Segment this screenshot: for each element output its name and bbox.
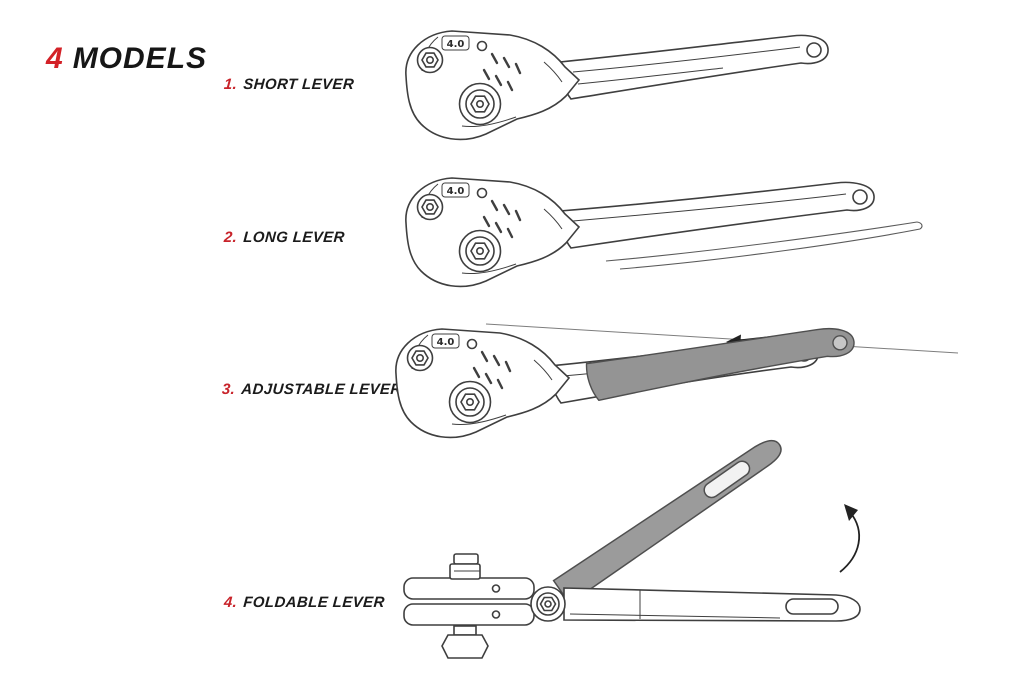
foldable-lever-drawing: [403, 439, 861, 659]
clevis-bracket: [403, 553, 535, 659]
short-lever-drawing: [404, 29, 829, 141]
adjustable-lever-figure: [358, 310, 978, 460]
adjustable-lever-drawing: [394, 323, 959, 439]
model-number: 2.: [223, 229, 238, 246]
model-label-long: 2.LONG LEVER: [223, 229, 345, 246]
model-number: 1.: [223, 76, 238, 93]
long-lever-figure: [368, 163, 948, 308]
motion-guide-line: [485, 323, 959, 354]
model-number: 3.: [221, 381, 236, 398]
long-lever-drawing: [404, 176, 923, 288]
short-lever-figure: [368, 20, 908, 150]
model-number: 4.: [223, 594, 238, 611]
lever-arm: [563, 587, 861, 622]
model-name: SHORT LEVER: [242, 76, 355, 93]
blade-slot: [785, 598, 839, 615]
tip-hole: [852, 189, 868, 205]
tip-hole: [806, 42, 822, 58]
extended-blade-outline: [605, 221, 923, 270]
model-label-short: 1.SHORT LEVER: [223, 76, 354, 93]
foldable-lever-figure: [388, 438, 888, 676]
bottom-nut-icon: [441, 625, 489, 659]
title-number: 4: [46, 42, 64, 75]
lever-blade: [559, 34, 829, 100]
fold-pivot-icon: [530, 586, 566, 622]
folded-blade-gray: [552, 439, 782, 605]
model-label-foldable: 4.FOLDABLE LEVER: [223, 594, 385, 611]
title-word: MODELS: [72, 42, 208, 75]
model-name: LONG LEVER: [242, 229, 346, 246]
tip-hole: [832, 335, 848, 351]
top-bolt-icon: [449, 553, 481, 580]
fold-arrow-icon: [839, 504, 860, 573]
blade-slot: [703, 460, 751, 499]
model-name: FOLDABLE LEVER: [242, 594, 386, 611]
lever-blade: [559, 181, 875, 249]
adjusted-blade-gray: [585, 327, 855, 402]
